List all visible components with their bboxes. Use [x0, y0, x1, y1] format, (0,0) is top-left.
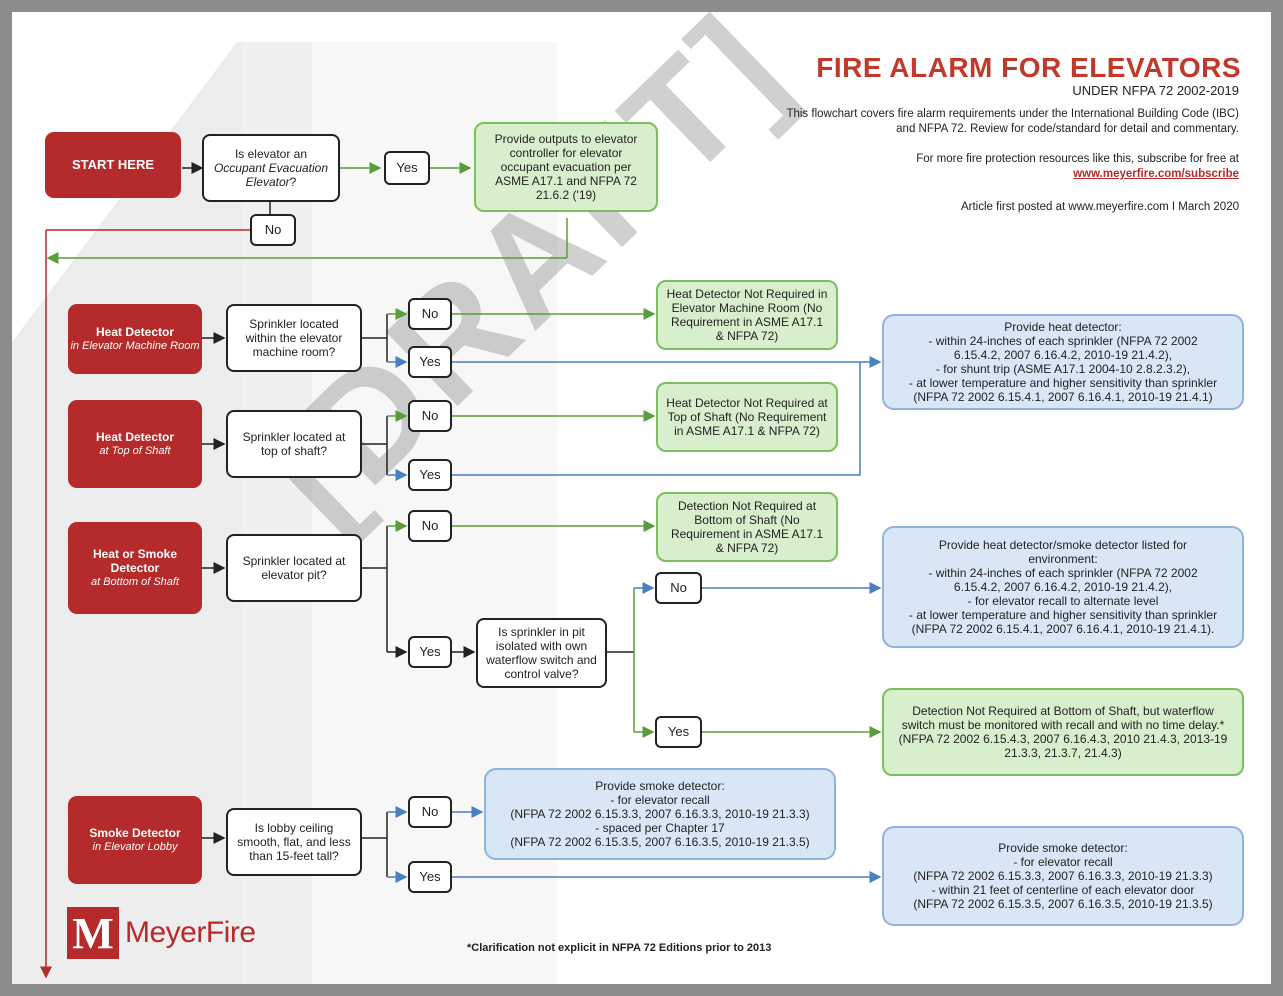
logo-text: MeyerFire	[125, 916, 256, 949]
pit-label: Heat or Smoke Detector	[92, 547, 178, 575]
machine-room-question: Sprinkler located within the elevator ma…	[226, 304, 362, 372]
page-title: FIRE ALARM FOR ELEVATORS	[816, 52, 1241, 83]
machine-room-sub: in Elevator Machine Room	[70, 340, 200, 352]
lobby-no-line-4: (NFPA 72 2002 6.15.3.5, 2007 6.16.3.5, 2…	[510, 835, 810, 849]
pit-sub: at Bottom of Shaft	[90, 576, 180, 588]
pit-no-result: Detection Not Required at Bottom of Shaf…	[656, 492, 838, 562]
heat-result-line-4: - at lower temperature and higher sensit…	[908, 376, 1218, 390]
machine-room-no-result: Heat Detector Not Required in Elevator M…	[656, 280, 838, 350]
start-question: Is elevator an Occupant Evacuation Eleva…	[202, 134, 340, 202]
machine-room-label: Heat Detector	[95, 325, 175, 339]
lobby-yes-title: Provide smoke detector:	[998, 841, 1128, 855]
connector-lines	[40, 162, 882, 979]
lobby-no-line-3: - spaced per Chapter 17	[595, 821, 725, 835]
pit-result-line-1: - within 24-inches of each sprinkler (NF…	[928, 566, 1198, 580]
pit-no: No	[408, 510, 452, 542]
lobby-no-line-2: (NFPA 72 2002 6.15.3.3, 2007 6.16.3.3, 2…	[510, 807, 810, 821]
start-question-em: Occupant Evacuation Elevator	[213, 161, 329, 189]
resources-line: For more fire protection resources like …	[916, 153, 1239, 165]
meyerfire-logo: M MeyerFire	[67, 907, 256, 959]
lobby-yes: Yes	[408, 861, 452, 893]
intro-line-1: This flowchart covers fire alarm require…	[786, 108, 1239, 120]
lobby-yes-line-4: (NFPA 72 2002 6.15.3.5, 2007 6.16.3.5, 2…	[913, 897, 1213, 911]
subscribe-link[interactable]: www.meyerfire.com/subscribe	[1073, 168, 1239, 180]
flowchart-sheet: [DRAFT]	[12, 12, 1271, 984]
lobby-label: Smoke Detector	[89, 826, 181, 840]
machine-room-box: Heat Detector in Elevator Machine Room	[68, 304, 202, 374]
lobby-no-title: Provide smoke detector:	[595, 779, 725, 793]
page-subtitle: UNDER NFPA 72 2002-2019	[1072, 83, 1239, 98]
start-question-post: ?	[289, 175, 297, 189]
pit-isolation-yes: Yes	[655, 716, 702, 748]
pit-result-line-0: environment:	[1028, 552, 1098, 566]
top-shaft-no: No	[408, 400, 452, 432]
lobby-no-result: Provide smoke detector: - for elevator r…	[484, 768, 836, 860]
pit-isolation-no: No	[655, 572, 702, 604]
start-here-box: START HERE	[45, 132, 181, 198]
lobby-yes-line-3: - within 21 feet of centerline of each e…	[931, 883, 1195, 897]
start-question-pre: Is elevator an	[234, 147, 308, 161]
footnote: *Clarification not explicit in NFPA 72 E…	[467, 942, 772, 954]
heat-result-line-1: - within 24-inches of each sprinkler (NF…	[928, 334, 1198, 348]
top-shaft-no-result: Heat Detector Not Required at Top of Sha…	[656, 382, 838, 452]
heat-result-title: Provide heat detector:	[1004, 320, 1122, 334]
top-shaft-label: Heat Detector	[95, 430, 175, 444]
heat-result-line-3: - for shunt trip (ASME A17.1 2004-10 2.8…	[935, 362, 1191, 376]
pit-box: Heat or Smoke Detector at Bottom of Shaf…	[68, 522, 202, 614]
lobby-yes-line-1: - for elevator recall	[1013, 855, 1113, 869]
start-yes: Yes	[384, 151, 430, 185]
pit-result-line-2: 6.15.4.2, 2007 6.16.4.2, 2010-19 21.4.2)…	[953, 580, 1173, 594]
top-shaft-question: Sprinkler located at top of shaft?	[226, 410, 362, 478]
machine-room-no: No	[408, 298, 452, 330]
lobby-question: Is lobby ceiling smooth, flat, and less …	[226, 808, 362, 876]
top-shaft-yes: Yes	[408, 459, 452, 491]
intro-text: This flowchart covers fire alarm require…	[786, 107, 1239, 137]
logo-mark: M	[67, 907, 119, 959]
pit-result-title: Provide heat detector/smoke detector lis…	[938, 538, 1188, 552]
pit-question: Sprinkler located at elevator pit?	[226, 534, 362, 602]
lobby-yes-result: Provide smoke detector: - for elevator r…	[882, 826, 1244, 926]
start-yes-result: Provide outputs to elevator controller f…	[474, 122, 658, 212]
pit-result-line-5: (NFPA 72 2002 6.15.4.1, 2007 6.16.4.1, 2…	[911, 622, 1215, 636]
pit-detector-result: Provide heat detector/smoke detector lis…	[882, 526, 1244, 648]
pit-isolation-question: Is sprinkler in pit isolated with own wa…	[476, 618, 607, 688]
intro-line-2: and NFPA 72. Review for code/standard fo…	[896, 123, 1239, 135]
pit-result-line-4: - at lower temperature and higher sensit…	[908, 608, 1218, 622]
top-shaft-sub: at Top of Shaft	[99, 445, 171, 457]
machine-room-yes: Yes	[408, 346, 452, 378]
pit-result-line-3: - for elevator recall to alternate level	[967, 594, 1159, 608]
lobby-box: Smoke Detector in Elevator Lobby	[68, 796, 202, 884]
posted-note: Article first posted at www.meyerfire.co…	[960, 201, 1239, 213]
pit-waterflow-result: Detection Not Required at Bottom of Shaf…	[882, 688, 1244, 776]
resources-text: For more fire protection resources like …	[916, 152, 1239, 182]
lobby-no: No	[408, 796, 452, 828]
background-graphic	[12, 42, 557, 984]
lobby-sub: in Elevator Lobby	[92, 841, 178, 853]
start-label: START HERE	[71, 157, 155, 172]
start-no: No	[250, 214, 296, 246]
heat-result-line-5: (NFPA 72 2002 6.15.4.1, 2007 6.16.4.1, 2…	[913, 390, 1213, 404]
heat-detector-result: Provide heat detector: - within 24-inche…	[882, 314, 1244, 410]
lobby-yes-line-2: (NFPA 72 2002 6.15.3.3, 2007 6.16.3.3, 2…	[913, 869, 1213, 883]
top-shaft-box: Heat Detector at Top of Shaft	[68, 400, 202, 488]
lobby-no-line-1: - for elevator recall	[610, 793, 710, 807]
heat-result-line-2: 6.15.4.2, 2007 6.16.4.2, 2010-19 21.4.2)…	[953, 348, 1173, 362]
pit-yes: Yes	[408, 636, 452, 668]
